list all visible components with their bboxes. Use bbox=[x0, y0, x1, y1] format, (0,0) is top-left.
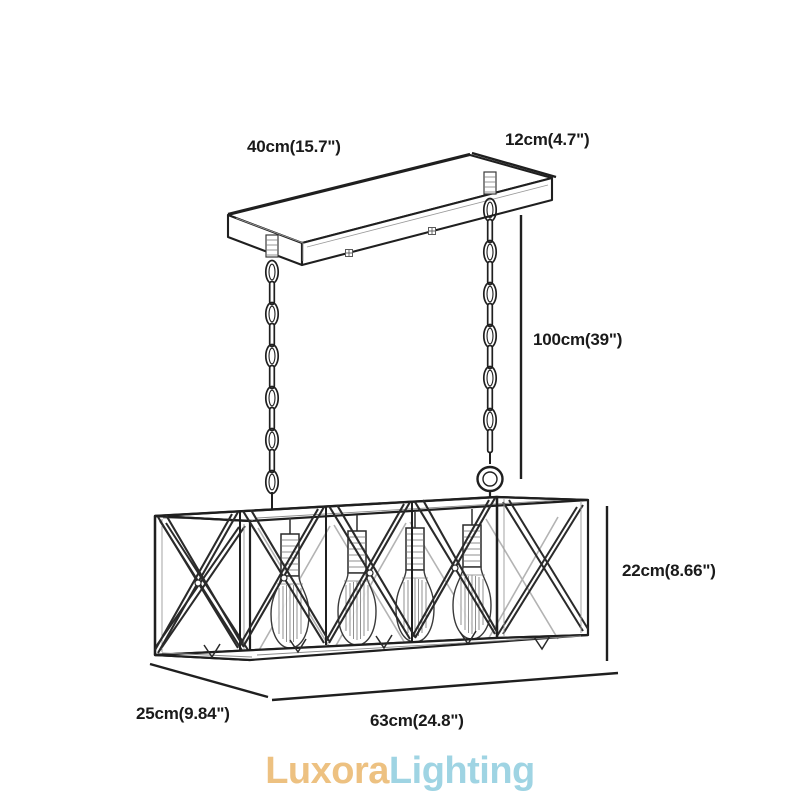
dimension-line-shade-width bbox=[271, 671, 619, 702]
chain-left bbox=[264, 259, 280, 512]
dimension-label-canopy-width: 40cm(15.7") bbox=[247, 137, 341, 156]
dimension-label-canopy-depth: 12cm(4.7") bbox=[505, 130, 590, 149]
bulb-group bbox=[270, 509, 492, 649]
cage-body bbox=[153, 495, 590, 662]
brand-watermark-luxora: Luxora bbox=[265, 750, 389, 792]
chain-right bbox=[476, 197, 504, 500]
brand-watermark-lighting: Lighting bbox=[388, 750, 535, 792]
dimension-label-shade-height: 22cm(8.66") bbox=[622, 561, 716, 580]
dimension-label-shade-depth: 25cm(9.84") bbox=[136, 704, 230, 723]
dimension-line-canopy-width bbox=[227, 152, 471, 216]
dimension-line-canopy-depth bbox=[471, 151, 557, 179]
dimension-label-drop-height: 100cm(39") bbox=[533, 330, 623, 349]
dimension-line-shade-depth bbox=[149, 662, 269, 699]
cage-bottom-frame bbox=[153, 630, 590, 662]
brand-watermark: LuxoraLighting bbox=[0, 748, 800, 794]
chain-mounts bbox=[265, 171, 497, 258]
canopy-plate bbox=[226, 153, 554, 267]
dimension-label-shade-width: 63cm(24.8") bbox=[370, 711, 464, 730]
